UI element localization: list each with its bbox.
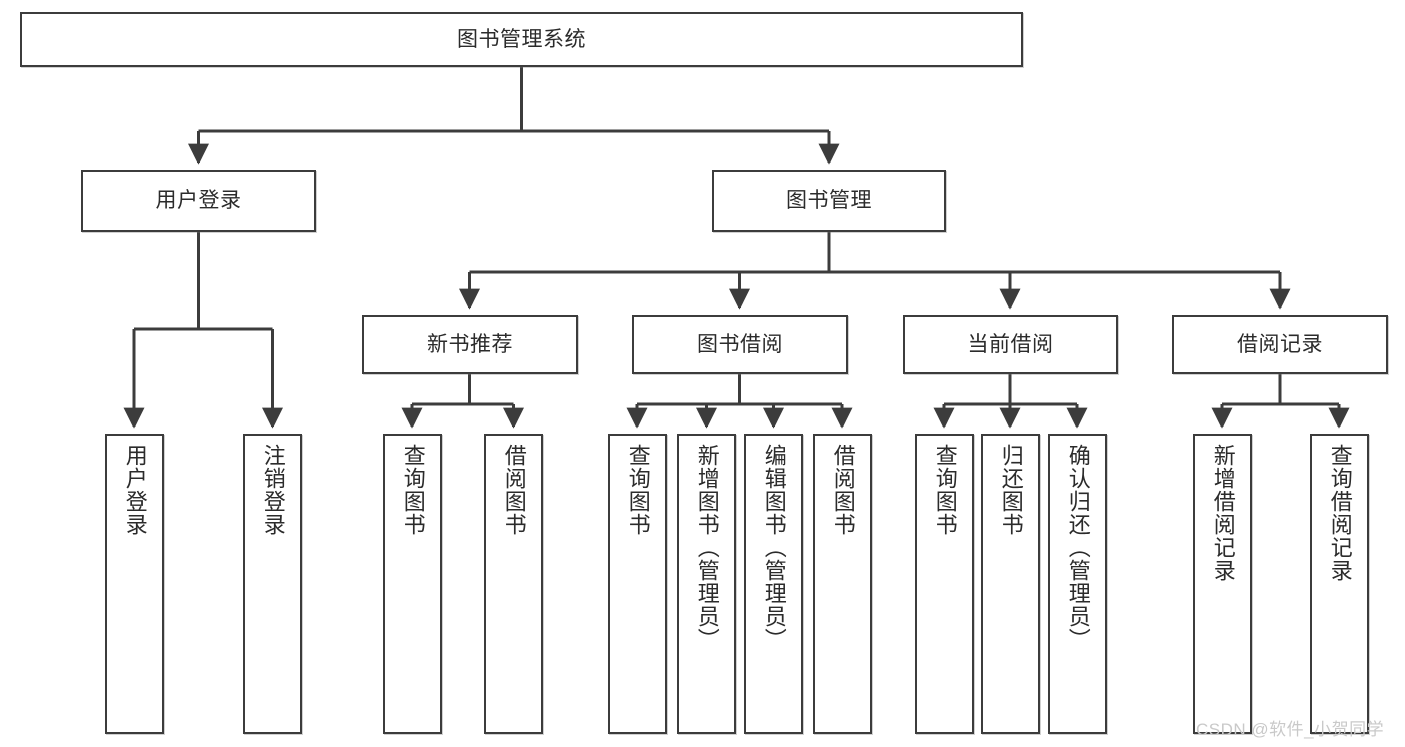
node-leaf-query-book-3[interactable]: 查询图书 [915, 434, 974, 734]
node-book-borrow[interactable]: 图书借阅 [632, 315, 848, 374]
node-leaf-user-login-label: 用户登录 [122, 444, 148, 536]
node-leaf-logout-login-label: 注销登录 [260, 444, 286, 536]
node-leaf-borrow-book-2[interactable]: 借阅图书 [813, 434, 872, 734]
node-leaf-return-book-label: 归还图书 [998, 444, 1024, 536]
node-current-borrow-label: 当前借阅 [967, 332, 1054, 356]
node-leaf-borrow-book-1-label: 借阅图书 [501, 444, 527, 536]
node-leaf-return-book[interactable]: 归还图书 [981, 434, 1040, 734]
node-leaf-query-book-3-label: 查询图书 [932, 444, 958, 536]
node-leaf-borrow-book-2-label: 借阅图书 [830, 444, 856, 536]
node-leaf-logout-login[interactable]: 注销登录 [243, 434, 302, 734]
node-leaf-query-book-1[interactable]: 查询图书 [383, 434, 442, 734]
node-leaf-confirm-return-label: 确认归还（管理员） [1065, 444, 1091, 651]
node-user-login[interactable]: 用户登录 [81, 170, 316, 232]
node-leaf-add-record[interactable]: 新增借阅记录 [1193, 434, 1252, 734]
csdn-watermark: CSDN @软件_小贺同学 [1196, 720, 1385, 739]
node-leaf-edit-book[interactable]: 编辑图书（管理员） [744, 434, 803, 734]
node-root-label: 图书管理系统 [457, 27, 586, 51]
node-new-book-recommend[interactable]: 新书推荐 [362, 315, 578, 374]
node-leaf-query-book-2[interactable]: 查询图书 [608, 434, 667, 734]
node-leaf-edit-book-label: 编辑图书（管理员） [761, 444, 787, 651]
node-leaf-add-record-label: 新增借阅记录 [1210, 444, 1236, 582]
node-book-borrow-label: 图书借阅 [697, 332, 783, 356]
node-leaf-query-record[interactable]: 查询借阅记录 [1310, 434, 1369, 734]
node-leaf-add-book[interactable]: 新增图书（管理员） [677, 434, 736, 734]
node-leaf-query-record-label: 查询借阅记录 [1327, 444, 1353, 582]
node-book-management-label: 图书管理 [786, 189, 872, 213]
node-borrow-record-label: 借阅记录 [1237, 332, 1323, 356]
node-leaf-confirm-return[interactable]: 确认归还（管理员） [1048, 434, 1107, 734]
node-leaf-user-login[interactable]: 用户登录 [105, 434, 164, 734]
node-leaf-borrow-book-1[interactable]: 借阅图书 [484, 434, 543, 734]
node-book-management[interactable]: 图书管理 [712, 170, 946, 232]
node-leaf-query-book-2-label: 查询图书 [625, 444, 651, 536]
node-leaf-query-book-1-label: 查询图书 [400, 444, 426, 536]
node-user-login-label: 用户登录 [155, 189, 242, 213]
node-new-book-recommend-label: 新书推荐 [427, 332, 513, 356]
node-borrow-record[interactable]: 借阅记录 [1172, 315, 1388, 374]
node-leaf-add-book-label: 新增图书（管理员） [694, 444, 720, 651]
node-root[interactable]: 图书管理系统 [20, 12, 1023, 67]
node-current-borrow[interactable]: 当前借阅 [903, 315, 1118, 374]
